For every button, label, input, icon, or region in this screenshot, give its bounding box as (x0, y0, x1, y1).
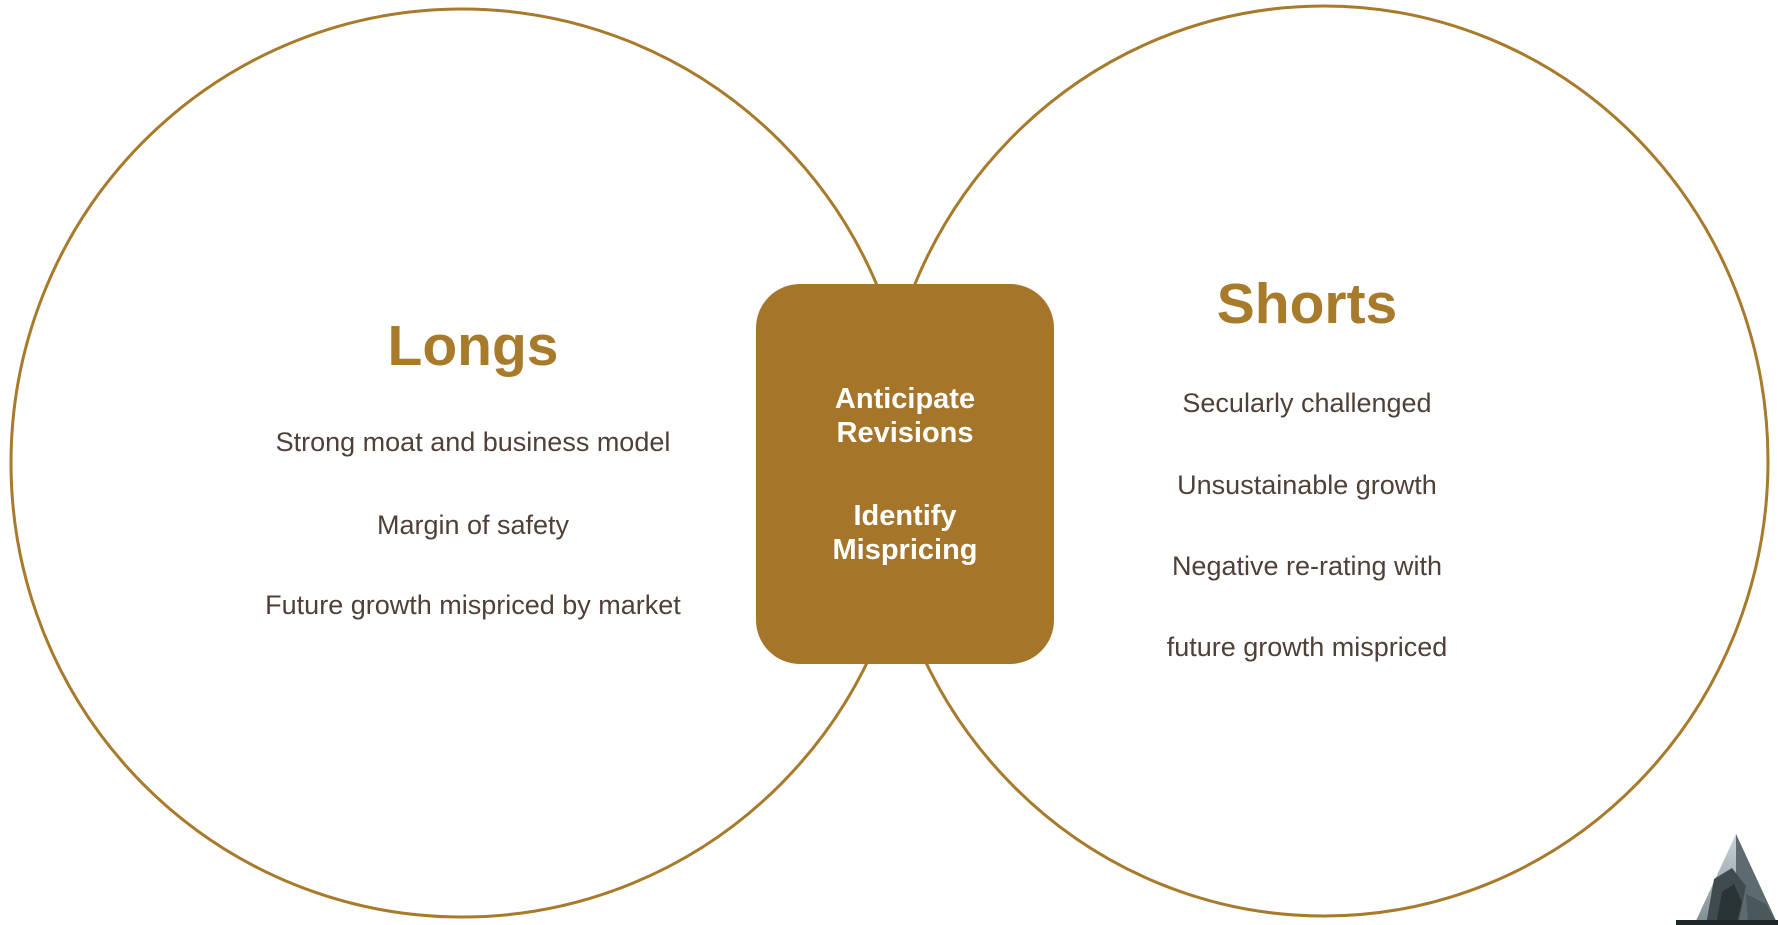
longs-item: Future growth mispriced by market (265, 590, 681, 620)
center-overlap-box (756, 284, 1054, 664)
center-line-anticipate: Anticipate (834, 383, 976, 415)
center-line-identify: Identify (853, 500, 957, 532)
longs-item: Margin of safety (376, 510, 570, 540)
longs-item: Strong moat and business model (275, 427, 671, 457)
shorts-item: Negative re-rating with (1171, 551, 1443, 581)
shorts-item: Secularly challenged (1182, 388, 1432, 418)
center-line-mispricing: Mispricing (832, 534, 978, 566)
shorts-item: future growth mispriced (1166, 632, 1448, 662)
center-line-revisions: Revisions (836, 417, 974, 449)
shorts-item: Unsustainable growth (1177, 470, 1437, 500)
mountain-logo-icon (1676, 834, 1778, 925)
shorts-heading: Shorts (1216, 272, 1398, 336)
longs-heading: Longs (387, 314, 559, 378)
